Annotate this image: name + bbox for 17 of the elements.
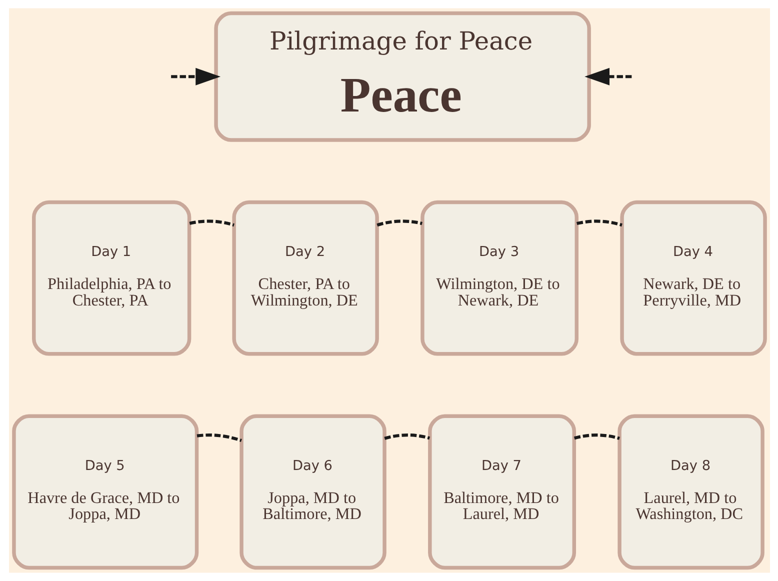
node-box: Day 8 Laurel, MD to Washington, DC bbox=[617, 414, 764, 570]
node-box: Day 6 Joppa, MD to Baltimore, MD bbox=[239, 414, 386, 570]
arrow bbox=[170, 68, 220, 86]
connector bbox=[384, 434, 430, 440]
connector bbox=[188, 220, 234, 227]
arrow bbox=[584, 68, 634, 86]
node-box: Day 5 Havre de Grace, MD to Joppa, MD bbox=[12, 414, 198, 570]
node-box: Day 7 Baltimore, MD to Laurel, MD bbox=[428, 414, 576, 570]
node-box: Pilgrimage for Peace Peace bbox=[214, 11, 590, 142]
connector bbox=[376, 220, 422, 227]
connector bbox=[574, 434, 620, 440]
node-box: Day 2 Chester, PA to Wilmington, DE bbox=[232, 200, 378, 356]
connector bbox=[576, 220, 622, 227]
node-box: Day 3 Wilmington, DE to Newark, DE bbox=[420, 200, 578, 356]
node-box: Day 1 Philadelphia, PA to Chester, PA bbox=[32, 200, 191, 356]
node-box: Day 4 Newark, DE to Perryville, MD bbox=[620, 200, 766, 356]
connector bbox=[196, 434, 242, 442]
